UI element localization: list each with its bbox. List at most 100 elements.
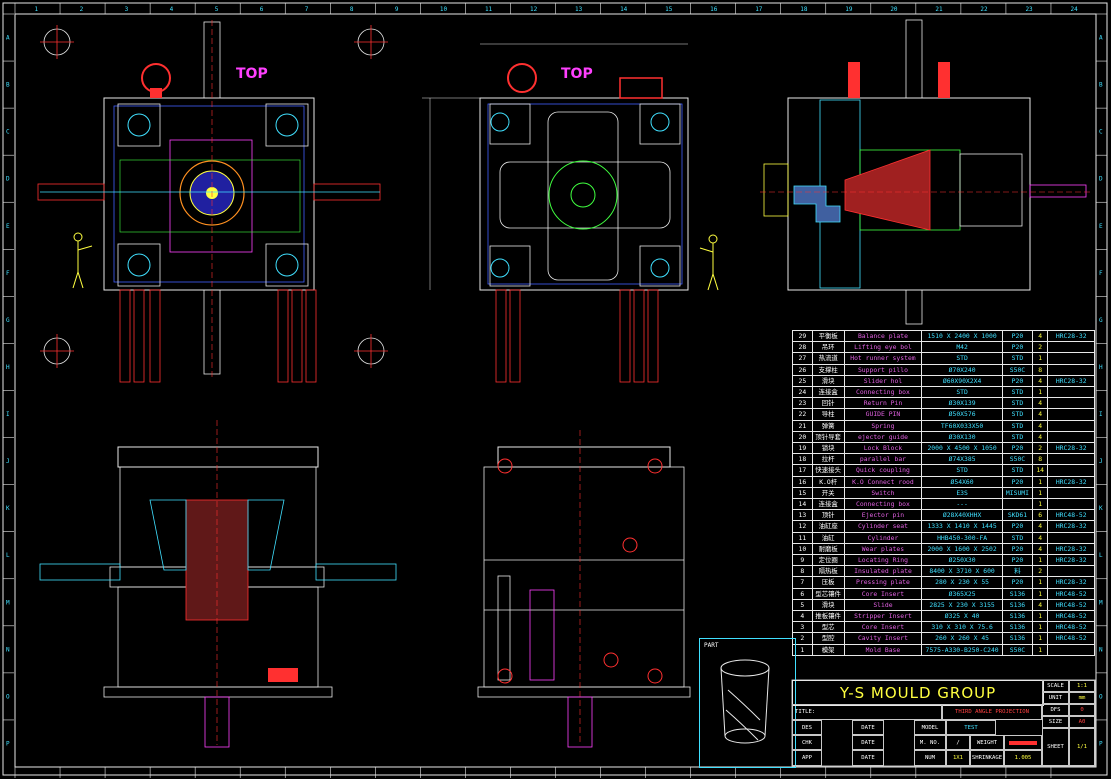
bom-cell-mat: P20 <box>1001 554 1033 567</box>
bom-cell-no: 29 <box>792 329 813 343</box>
border-letter: B <box>6 82 10 89</box>
bom-cell-rem <box>1047 498 1095 511</box>
bom-cell-rem <box>1047 408 1095 421</box>
bom-cell-cn: 锁块 <box>811 442 845 455</box>
bom-cell-spec: Ø325 X 40 <box>921 610 1003 623</box>
size-label: SIZE <box>1042 716 1069 728</box>
top-label-mid: TOP <box>561 66 593 82</box>
bom-cell-name: Cylinder <box>843 531 923 544</box>
date-label-3: DATE <box>852 750 884 766</box>
bom-cell-qty: 1 <box>1031 386 1049 399</box>
bom-cell-name: Slide <box>843 598 923 612</box>
border-number: 8 <box>350 6 354 13</box>
bom-cell-spec: Ø70X240 <box>921 363 1003 376</box>
view-core-plan <box>37 20 381 383</box>
bom-cell-cn: 拉杆 <box>811 453 845 466</box>
bom-cell-name: Mold Base <box>843 643 923 656</box>
view-cavity-plan <box>422 43 719 383</box>
border-number: 13 <box>575 6 583 13</box>
border-letter: M <box>1099 599 1103 606</box>
sheet-label: SHEET <box>1042 728 1069 766</box>
bom-cell-rem: HRC28-32 <box>1047 475 1095 488</box>
bom-cell-rem <box>1047 363 1095 376</box>
border-number: 1 <box>35 6 39 13</box>
bom-cell-cn: 顶针 <box>811 509 845 522</box>
bom-cell-rem <box>1047 643 1095 656</box>
bom-cell-rem <box>1047 430 1095 444</box>
border-letter: D <box>1099 176 1103 183</box>
bom-cell-no: 27 <box>792 352 813 365</box>
border-number: 16 <box>710 6 718 13</box>
unit-label: UNIT <box>1042 692 1069 704</box>
bom-cell-spec: Ø60X90X2X4 <box>921 374 1003 388</box>
bom-cell-mat: S136 <box>1001 621 1033 634</box>
bom-cell-qty: 4 <box>1031 520 1049 533</box>
bom-cell-name: Quick coupling <box>843 464 923 477</box>
bom-cell-cn: 耐磨板 <box>811 542 845 556</box>
bom-cell-rem: HRC48-52 <box>1047 509 1095 522</box>
bom-cell-mat: S136 <box>1001 598 1033 612</box>
bom-cell-no: 28 <box>792 341 813 354</box>
row-label-des: DES <box>792 720 822 735</box>
bom-cell-no: 17 <box>792 464 813 477</box>
bom-cell-cn: 油缸 <box>811 531 845 544</box>
test-label: TEST <box>946 720 996 735</box>
bom-cell-spec: 1510 X 2400 X 1000 <box>921 329 1003 343</box>
bom-cell-spec: STD <box>921 386 1003 399</box>
border-letter: K <box>1099 505 1103 512</box>
border-ticks <box>3 3 1107 778</box>
view-side-section <box>760 19 1090 325</box>
dfs-label: DFS <box>1042 704 1069 716</box>
sheet-value: 1/1 <box>1069 728 1095 766</box>
bom-cell-no: 4 <box>792 610 813 623</box>
border-number: 11 <box>485 6 493 13</box>
bom-cell-no: 11 <box>792 531 813 544</box>
bom-cell-mat: P20 <box>1001 442 1033 455</box>
date-label-2: DATE <box>852 735 884 750</box>
bom-cell-spec: STD <box>921 352 1003 365</box>
bom-cell-no: 26 <box>792 363 813 376</box>
bom-cell-rem: HRC28-32 <box>1047 554 1095 567</box>
bom-cell-no: 22 <box>792 408 813 421</box>
border-letter: J <box>1099 458 1103 465</box>
bom-cell-qty: 8 <box>1031 363 1049 376</box>
bom-cell-rem: HRC48-52 <box>1047 610 1095 623</box>
bom-cell-name: Connecting box <box>843 386 923 399</box>
bom-cell-name: Support pillo <box>843 363 923 376</box>
bom-cell-name: GUIDE PIN <box>843 408 923 421</box>
bom-cell-spec: --- <box>921 498 1003 511</box>
scale-label: SCALE <box>1042 680 1069 692</box>
bom-cell-spec: 2000 X 4500 X 1050 <box>921 442 1003 455</box>
bom-cell-cn: 导柱 <box>811 408 845 421</box>
bom-cell-name: Ejector pin <box>843 509 923 522</box>
border-letter: F <box>1099 270 1103 277</box>
border-number: 3 <box>125 6 129 13</box>
company-name: Y-S MOULD GROUP <box>792 680 1044 706</box>
bom-cell-qty: 4 <box>1031 408 1049 421</box>
view-section-b <box>477 430 691 748</box>
bom-cell-rem <box>1047 565 1095 578</box>
bom-cell-rem <box>1047 531 1095 544</box>
bom-cell-mat: S50C <box>1001 363 1033 376</box>
border-number: 20 <box>890 6 898 13</box>
bom-cell-spec: 8400 X 3710 X 600 <box>921 565 1003 578</box>
bom-cell-rem <box>1047 419 1095 432</box>
border-letter: P <box>1099 740 1103 747</box>
mold-no-label: M. NO. <box>914 735 946 750</box>
border-letter: N <box>1099 646 1103 653</box>
border-number: 12 <box>530 6 538 13</box>
bom-cell-no: 21 <box>792 419 813 432</box>
bom-cell-qty: 14 <box>1031 464 1049 477</box>
border-letter: A <box>6 35 10 42</box>
bom-cell-spec: Ø50X576 <box>921 408 1003 421</box>
